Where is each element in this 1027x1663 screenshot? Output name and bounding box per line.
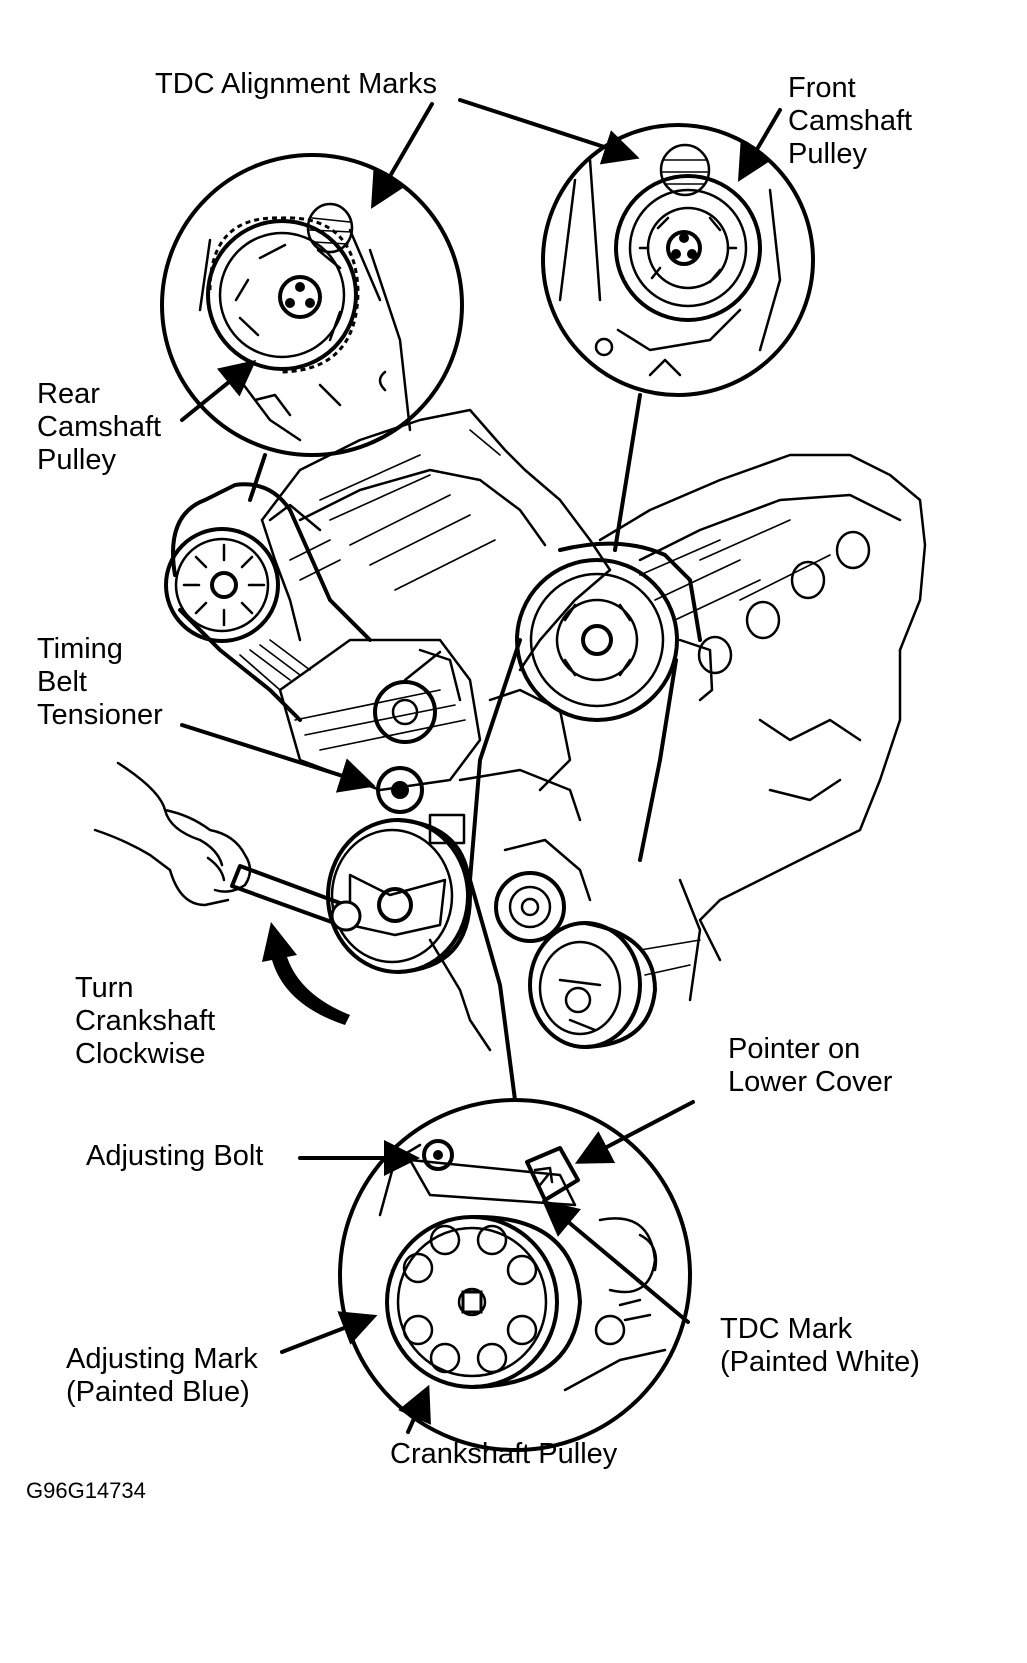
label-front-camshaft-pulley: Front Camshaft Pulley — [788, 72, 913, 170]
detail-circle-crankshaft — [338, 1098, 692, 1452]
crankshaft-pulley-engine — [326, 818, 657, 1049]
front-camshaft-pulley-assembly — [468, 541, 714, 882]
detail-circle-front-camshaft — [541, 123, 815, 397]
label-tdc-mark: TDC Mark (Painted White) — [720, 1313, 920, 1378]
callout-arrows — [180, 98, 782, 1434]
label-adjusting-bolt: Adjusting Bolt — [86, 1140, 264, 1172]
label-tdc-alignment-marks: TDC Alignment Marks — [155, 68, 438, 100]
leader-crank-circle — [468, 878, 517, 1102]
rotation-arrow — [262, 922, 350, 1025]
engine-block — [260, 408, 927, 1052]
label-turn-crankshaft-clockwise: Turn Crankshaft Clockwise — [75, 972, 216, 1070]
label-rear-camshaft-pulley: Rear Camshaft Pulley — [37, 378, 162, 476]
label-adjusting-mark: Adjusting Mark (Painted Blue) — [66, 1343, 258, 1408]
leader-rear-circle — [248, 453, 267, 502]
detail-circle-rear-camshaft — [160, 153, 464, 457]
timing-belt-tensioner-assembly — [278, 638, 592, 902]
figure-id: G96G14734 — [26, 1478, 146, 1503]
leader-front-circle — [613, 393, 642, 552]
label-pointer-on-lower-cover: Pointer on Lower Cover — [728, 1033, 893, 1098]
label-crankshaft-pulley: Crankshaft Pulley — [390, 1438, 618, 1470]
rear-camshaft-pulley-assembly — [164, 482, 372, 722]
label-timing-belt-tensioner: Timing Belt Tensioner — [37, 633, 163, 731]
hand-with-wrench — [93, 761, 362, 932]
